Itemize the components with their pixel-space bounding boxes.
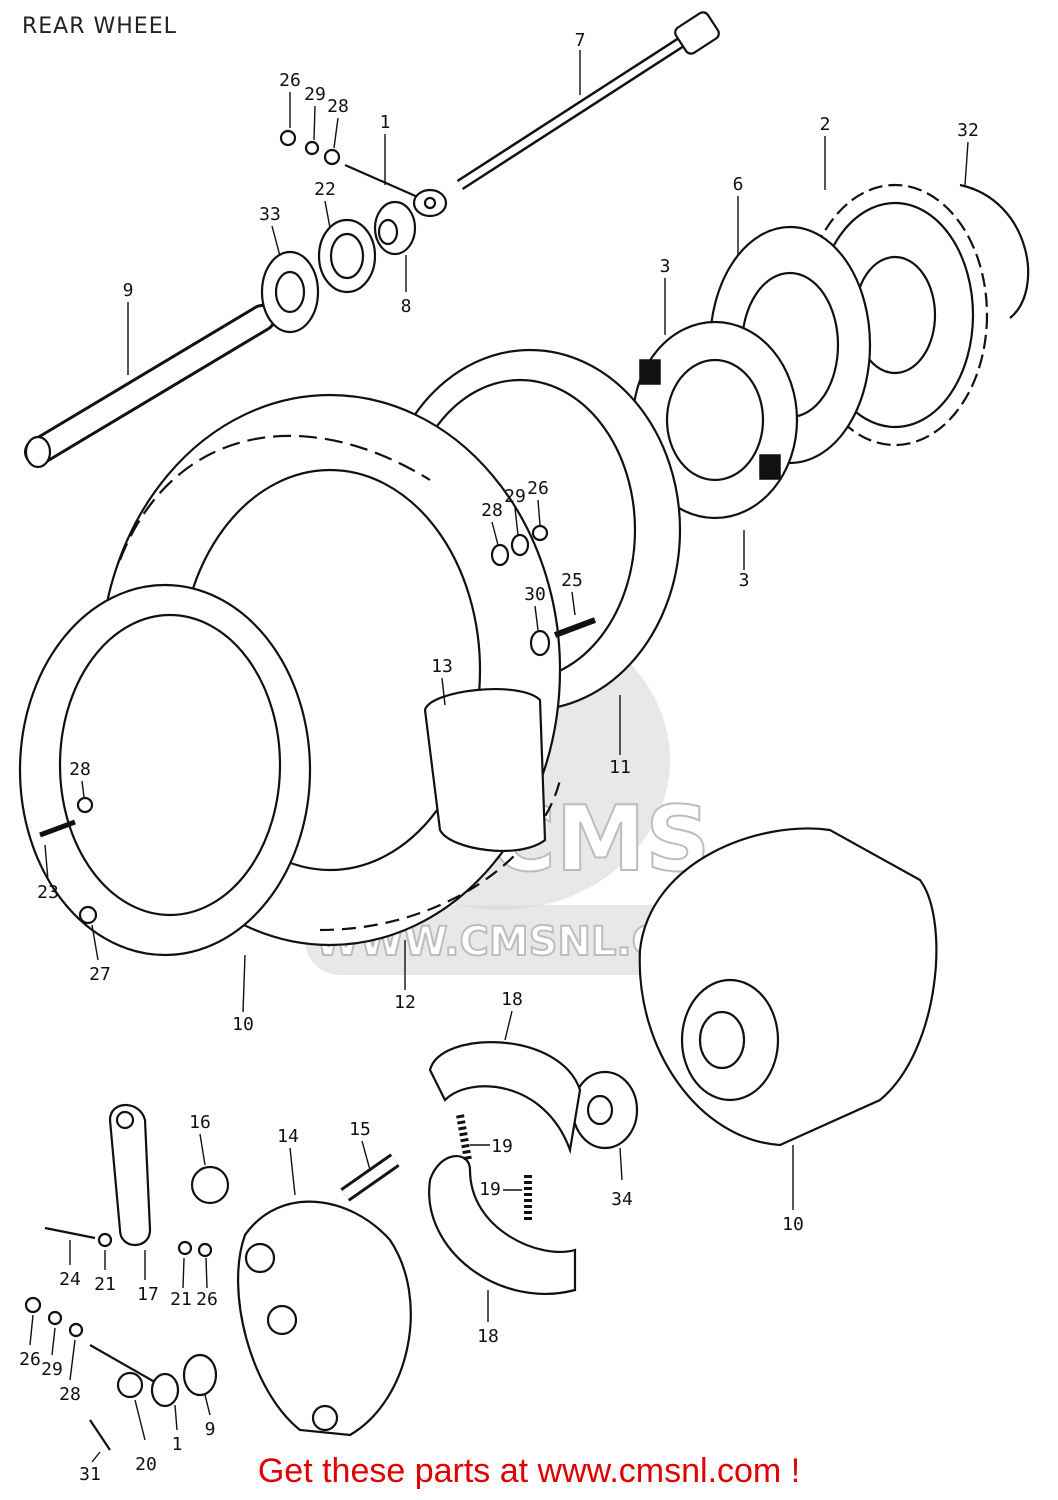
- rear-wheel-hub: [638, 827, 938, 1147]
- brake-panel: [237, 1200, 412, 1437]
- callout-8: 10: [782, 1214, 804, 1235]
- callout-15: 15: [349, 1119, 371, 1140]
- callout-34: 34: [611, 1189, 633, 1210]
- callout-7: 9: [205, 1419, 216, 1440]
- bearing-and-seals: [260, 200, 417, 334]
- inner-tube: [423, 688, 547, 852]
- brake-arm: [108, 1104, 230, 1246]
- callout-29-bottom: 29: [41, 1359, 63, 1380]
- callout-31: 31: [79, 1464, 101, 1485]
- callout-26-right: 26: [196, 1289, 218, 1310]
- diagram-title: REAR WHEEL: [22, 14, 177, 39]
- brake-cam: [340, 1153, 400, 1202]
- callout-19-bottom: 19: [479, 1179, 501, 1200]
- callout-33: 33: [259, 204, 281, 225]
- callout-26-mid: 26: [527, 478, 549, 499]
- callout-1-bottom: 1: [172, 1434, 183, 1455]
- callout-1-top: 1: [380, 112, 391, 133]
- callout-5: 7: [575, 30, 586, 51]
- chain-adjuster-top: [279, 129, 448, 218]
- callout-26-bottom: 26: [19, 1349, 41, 1370]
- callout-29-mid: 29: [504, 486, 526, 507]
- callout-23: 23: [37, 882, 59, 903]
- callout-28-left: 28: [69, 759, 91, 780]
- callout-13: 13: [431, 656, 453, 677]
- callout-labels: 7 26 29 28 1 2 32 6 22 33 3 9 8 28 29 26…: [19, 30, 979, 1485]
- adjuster-small-parts: [24, 1226, 218, 1451]
- callout-9: 9: [123, 280, 134, 301]
- callout-24: 24: [59, 1269, 81, 1290]
- rear-axle: [456, 11, 720, 191]
- callout-19-top: 19: [491, 1136, 513, 1157]
- callout-21-left: 21: [94, 1274, 116, 1295]
- callout-16: 17: [137, 1284, 159, 1305]
- callout-30: 30: [524, 584, 546, 605]
- brake-shoe-springs: [456, 1114, 532, 1220]
- axle-collar: [24, 304, 276, 469]
- brake-shoes: [428, 1041, 582, 1295]
- callout-25: 25: [561, 570, 583, 591]
- callout-6: 8: [401, 296, 412, 317]
- hub-bearing: [571, 1070, 639, 1150]
- callout-18-top: 18: [501, 989, 523, 1010]
- callout-21-right: 21: [170, 1289, 192, 1310]
- rim-fasteners: [39, 524, 597, 925]
- callout-2: 2: [820, 114, 831, 135]
- callout-10: 10: [232, 1014, 254, 1035]
- callout-12: 12: [394, 992, 416, 1013]
- callout-3-bottom: 3: [739, 570, 750, 591]
- callout-29-top: 29: [304, 84, 326, 105]
- callout-28-mid: 28: [481, 500, 503, 521]
- callout-27: 27: [89, 964, 111, 985]
- callout-32: 32: [957, 120, 979, 141]
- callout-22: 22: [314, 179, 336, 200]
- callout-28-bottom: 28: [59, 1384, 81, 1405]
- callout-3-top: 3: [660, 256, 671, 277]
- circlip: [959, 183, 1030, 319]
- callout-4: 6: [733, 174, 744, 195]
- callout-28-top: 28: [327, 96, 349, 117]
- callout-17: 16: [189, 1112, 211, 1133]
- final-driven-sprocket: [801, 183, 989, 447]
- callout-26-top: 26: [279, 70, 301, 91]
- callout-20: 20: [135, 1454, 157, 1475]
- callout-14: 14: [277, 1126, 299, 1147]
- callout-18-bottom: 18: [477, 1326, 499, 1347]
- wheel-damper: [631, 320, 799, 520]
- callout-11: 11: [609, 757, 631, 778]
- rim-inner-half: [18, 583, 312, 957]
- footer-link[interactable]: Get these parts at www.cmsnl.com !: [257, 1452, 801, 1490]
